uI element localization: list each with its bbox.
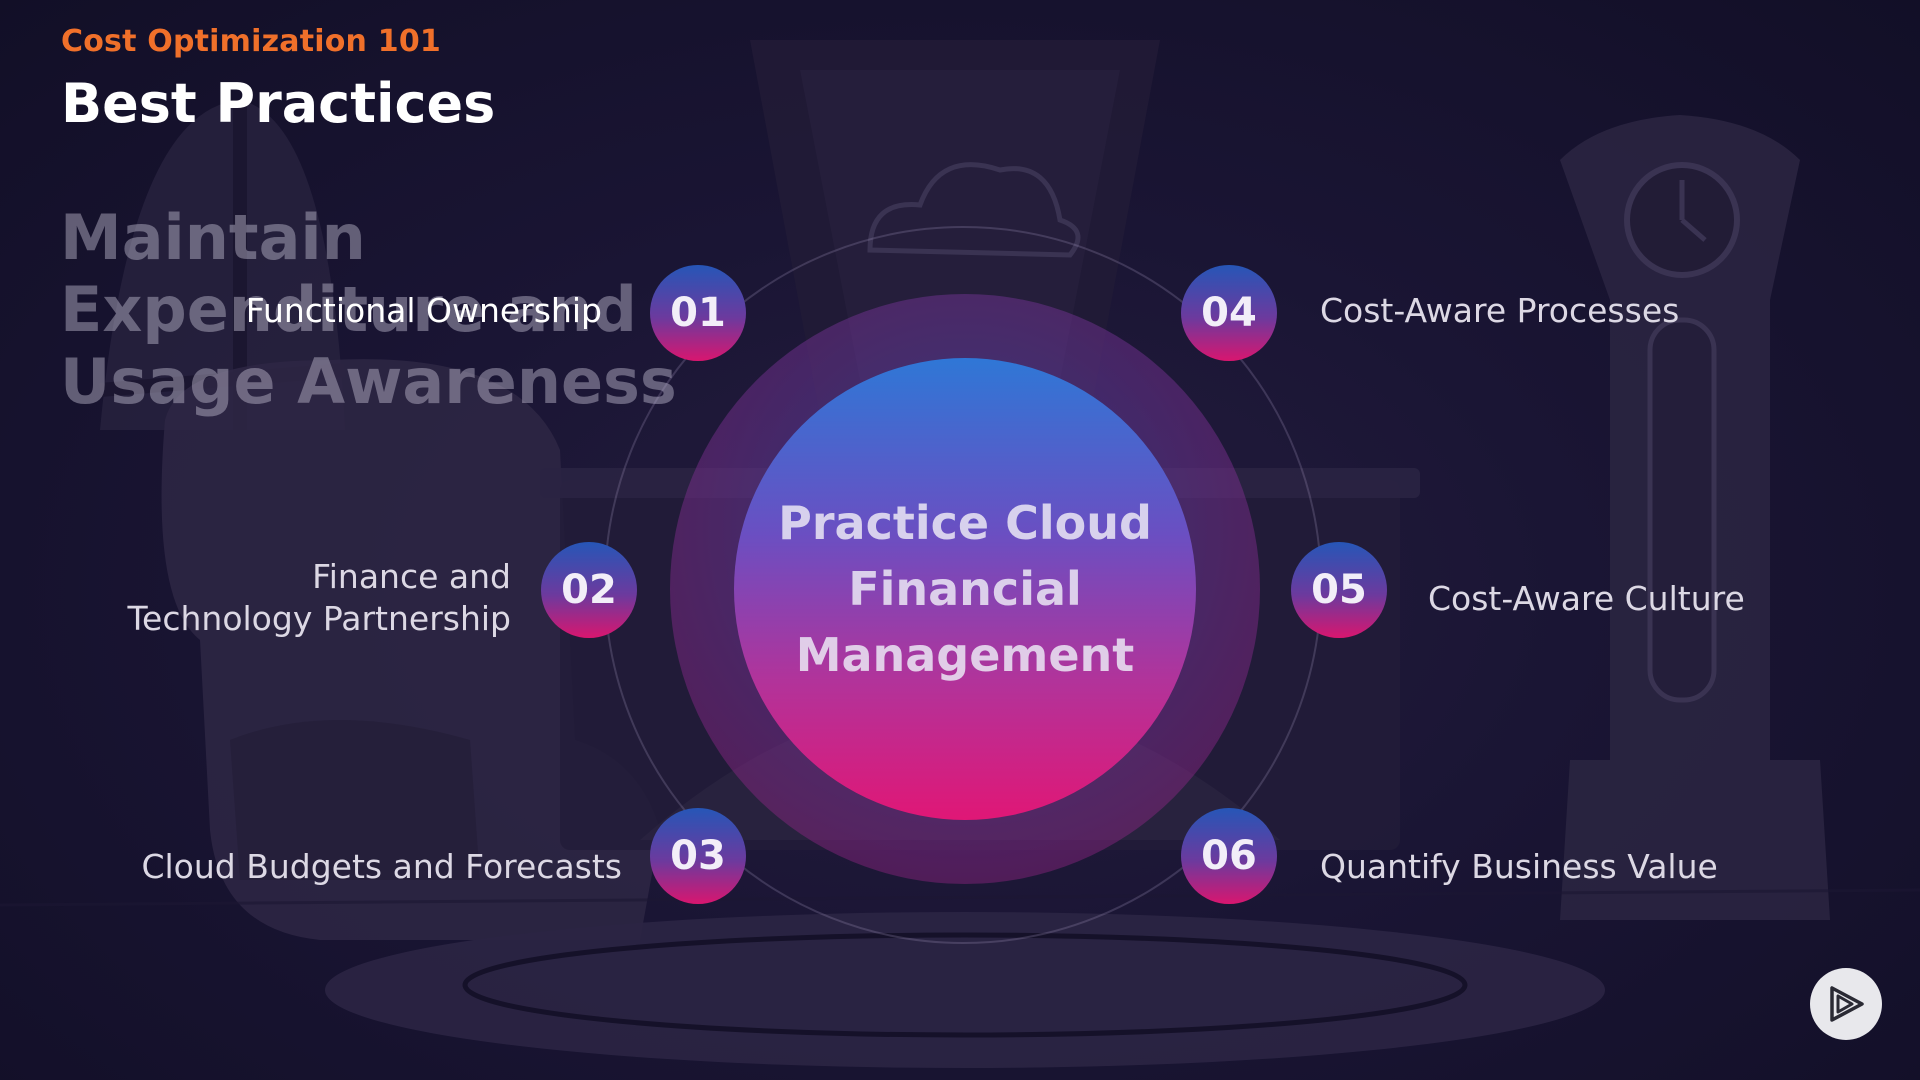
label-finance-line1: Finance and [312, 557, 511, 596]
label-finance-line2: Technology Partnership [127, 599, 512, 638]
badge-02: 02 [541, 542, 637, 638]
center-circle: Practice Cloud Financial Management [734, 358, 1196, 820]
play-button[interactable] [1810, 968, 1882, 1040]
faded-previous-heading: Maintain Expenditure and Usage Awareness [60, 201, 677, 418]
label-finance-technology: Finance and Technology Partnership [128, 556, 512, 640]
course-label: Cost Optimization 101 [61, 24, 441, 59]
label-cost-aware-culture: Cost-Aware Culture [1428, 579, 1745, 618]
center-label: Practice Cloud Financial Management [778, 496, 1152, 682]
badge-04: 04 [1181, 265, 1277, 361]
badge-01: 01 [650, 265, 746, 361]
page-title: Best Practices [61, 72, 496, 135]
label-quantify-business-value: Quantify Business Value [1320, 847, 1718, 886]
badge-05: 05 [1291, 542, 1387, 638]
window-shape [100, 100, 345, 430]
label-functional-ownership: Functional Ownership [245, 291, 602, 330]
label-cloud-budgets: Cloud Budgets and Forecasts [141, 847, 622, 886]
badge-06: 06 [1181, 808, 1277, 904]
rug-shape [325, 912, 1605, 1068]
badge-03: 03 [650, 808, 746, 904]
play-logo-icon [1830, 986, 1864, 1022]
label-cost-aware-processes: Cost-Aware Processes [1320, 291, 1680, 330]
